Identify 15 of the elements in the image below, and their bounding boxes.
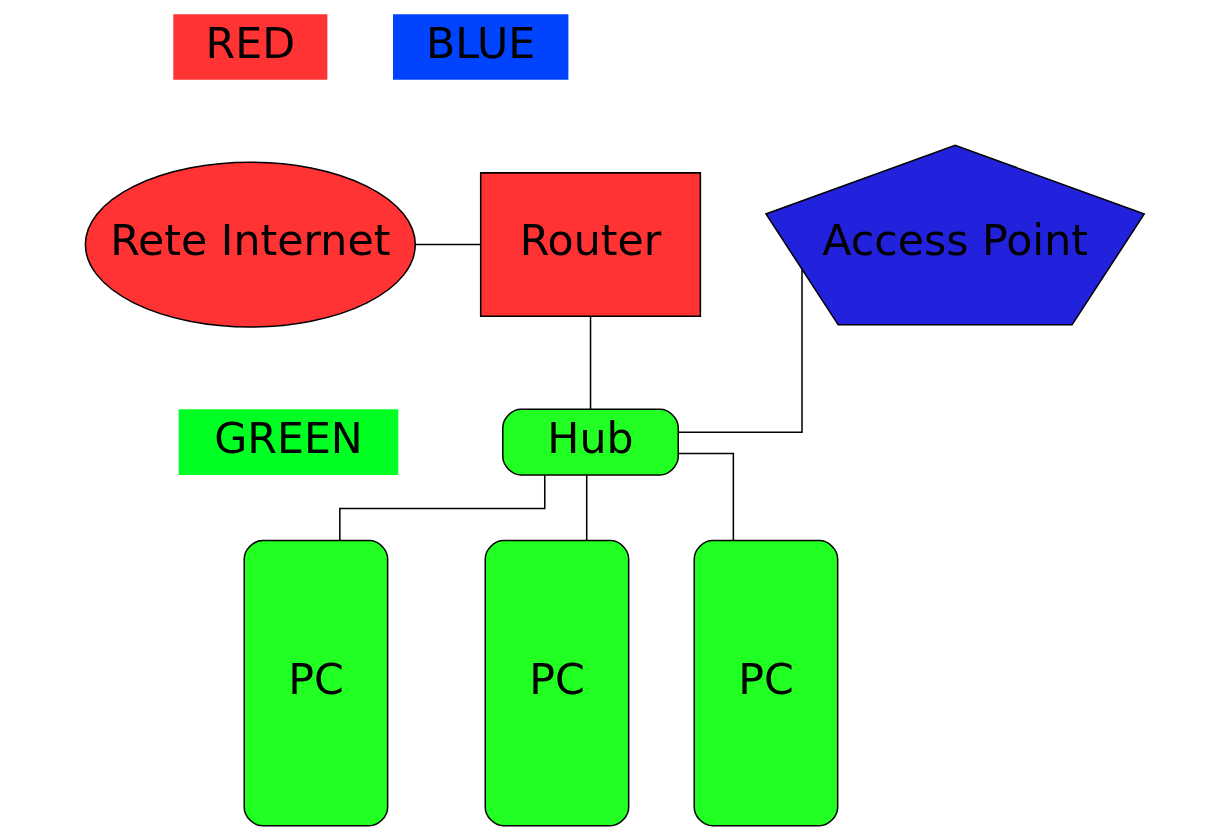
connector [339,474,546,541]
connector [585,474,588,542]
node-ellipse: Rete Internet [84,161,417,328]
node-box: Hub [502,408,679,476]
connector [415,243,482,246]
connector [677,268,803,433]
node-box: RED [173,14,328,80]
node-box: BLUE [392,14,569,80]
connector [677,452,735,542]
node-box: GREEN [178,409,399,475]
node-box: PC [484,539,630,827]
node-box: PC [243,539,389,827]
node-box: PC [693,539,839,827]
connector [589,315,592,410]
node-box: Router [479,172,702,318]
